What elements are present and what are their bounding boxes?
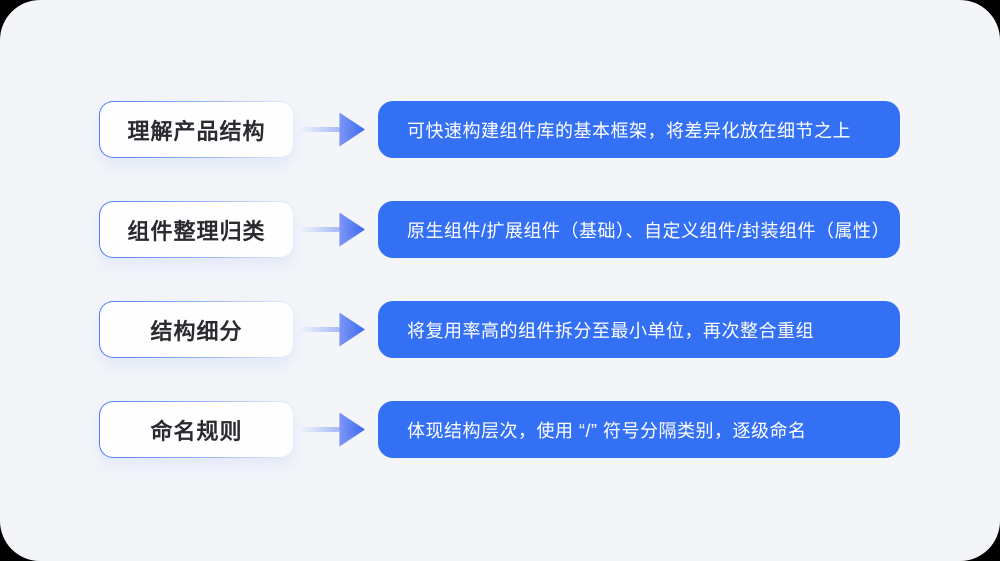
flow-row-4: 命名规则 体现结构层次，使用 “/” 符号分隔类别，逐级命名 — [99, 401, 1000, 458]
arrow-head — [339, 112, 365, 147]
arrow-right-icon — [300, 212, 365, 247]
flow-row-2: 组件整理归类 原生组件/扩展组件（基础）、自定义组件/封装组件（属性） — [99, 201, 1000, 258]
step-description-box-1: 可快速构建组件库的基本框架，将差异化放在细节之上 — [378, 101, 900, 158]
arrow-head — [339, 212, 365, 247]
arrow-right-icon — [300, 312, 365, 347]
step-description-box-2: 原生组件/扩展组件（基础）、自定义组件/封装组件（属性） — [378, 201, 900, 258]
step-label: 结构细分 — [150, 318, 243, 344]
step-label: 组件整理归类 — [127, 218, 266, 244]
step-description: 可快速构建组件库的基本框架，将差异化放在细节之上 — [407, 120, 851, 141]
step-label: 命名规则 — [150, 418, 243, 444]
flow-row-1: 理解产品结构 可快速构建组件库的基本框架，将差异化放在细节之上 — [99, 101, 1000, 158]
arrow-shaft — [300, 127, 341, 132]
step-label-box-2: 组件整理归类 — [99, 201, 294, 258]
step-description-box-4: 体现结构层次，使用 “/” 符号分隔类别，逐级命名 — [378, 401, 900, 458]
arrow-shaft — [300, 427, 341, 432]
arrow-right-icon — [300, 112, 365, 147]
step-label-box-4: 命名规则 — [99, 401, 294, 458]
arrow-shaft — [300, 227, 341, 232]
step-description: 将复用率高的组件拆分至最小单位，再次整合重组 — [407, 320, 814, 341]
step-label: 理解产品结构 — [127, 118, 266, 144]
arrow-right-icon — [300, 412, 365, 447]
arrow-head — [339, 312, 365, 347]
step-description-box-3: 将复用率高的组件拆分至最小单位，再次整合重组 — [378, 301, 900, 358]
arrow-shaft — [300, 327, 341, 332]
step-label-box-3: 结构细分 — [99, 301, 294, 358]
arrow-head — [339, 412, 365, 447]
step-description: 原生组件/扩展组件（基础）、自定义组件/封装组件（属性） — [407, 220, 890, 241]
flow-row-3: 结构细分 将复用率高的组件拆分至最小单位，再次整合重组 — [99, 301, 1000, 358]
step-description: 体现结构层次，使用 “/” 符号分隔类别，逐级命名 — [407, 420, 807, 441]
step-label-box-1: 理解产品结构 — [99, 101, 294, 158]
